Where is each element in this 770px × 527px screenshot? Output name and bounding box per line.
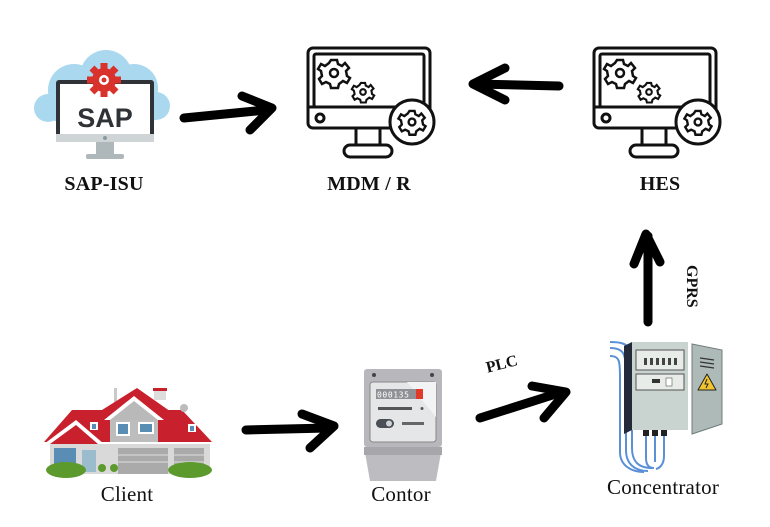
warning-icon xyxy=(697,373,717,391)
contor-node: 000135 xyxy=(362,367,444,482)
client-node xyxy=(42,380,214,478)
gear-icon xyxy=(87,63,121,97)
monitor-gears-icon xyxy=(306,46,436,159)
arrow-concentrator-to-hes xyxy=(629,229,665,327)
gear-icon xyxy=(682,109,714,136)
client-label: Client xyxy=(100,482,154,506)
arrow-sap-to-mdm xyxy=(179,91,277,135)
sap-isu-node: SAP xyxy=(34,50,174,170)
sap-screen-text: SAP xyxy=(77,103,133,133)
concentrator-node xyxy=(609,338,730,473)
gear-icon xyxy=(396,109,428,136)
monitor-gears-icon xyxy=(592,46,722,159)
hes-label: HES xyxy=(639,173,681,195)
mdm-node xyxy=(300,45,440,160)
arrow-client-to-contor xyxy=(241,409,339,453)
house-icon xyxy=(44,388,212,478)
concentrator-label: Concentrator xyxy=(606,475,720,499)
gear-icon xyxy=(636,81,662,104)
electric-meter-icon: 000135 xyxy=(364,369,442,481)
contor-label: Contor xyxy=(371,482,431,506)
gear-icon xyxy=(350,81,376,104)
meter-reading: 000135 xyxy=(377,391,410,400)
sap-cloud-monitor-icon: SAP xyxy=(34,50,170,159)
gear-icon xyxy=(602,58,638,90)
arrow-contor-to-concentrator xyxy=(475,381,571,423)
hes-node xyxy=(590,45,730,160)
gprs-label: GPRS xyxy=(683,265,700,308)
gear-icon xyxy=(316,58,352,90)
electrical-cabinet-icon xyxy=(609,341,723,473)
mdm-label: MDM / R xyxy=(327,173,411,195)
plc-label: PLC xyxy=(484,352,520,377)
sap-isu-label: SAP-ISU xyxy=(64,173,144,195)
arrow-hes-to-mdm xyxy=(468,63,564,105)
